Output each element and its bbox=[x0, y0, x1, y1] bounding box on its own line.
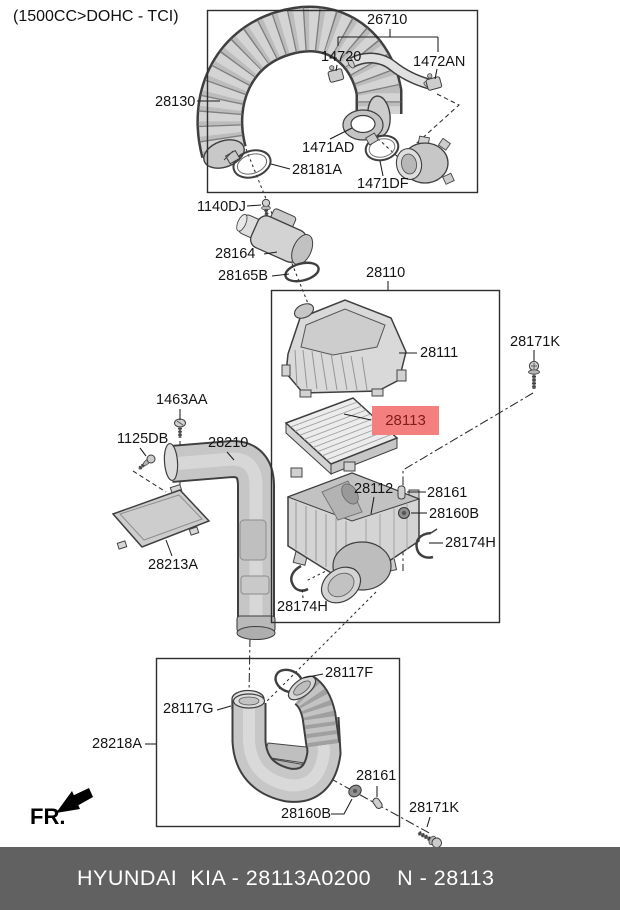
intake-hose-28218A bbox=[231, 675, 342, 803]
callout-28213A: 28213A bbox=[148, 557, 198, 573]
callout-28110: 28110 bbox=[366, 265, 406, 281]
clamp-1471DF bbox=[364, 132, 400, 162]
callout-28160B-mid: 28160B bbox=[429, 506, 479, 522]
air-cleaner-cover-28111 bbox=[281, 299, 407, 398]
callout-28117F: 28117F bbox=[325, 665, 374, 681]
footer-part-ref: N - 28113 bbox=[397, 866, 495, 890]
clamp-14720 bbox=[327, 65, 345, 83]
seal-ring-1471AD bbox=[342, 109, 384, 141]
leader-lines bbox=[139, 29, 535, 828]
grommet-28160B-mid bbox=[398, 507, 410, 519]
screw-28171K-top bbox=[528, 360, 540, 389]
callout-1472AN: 1472AN bbox=[413, 54, 466, 70]
callout-28218A: 28218A bbox=[92, 736, 142, 752]
resonator-cover-28213A bbox=[111, 483, 211, 550]
callout-28160B-bottom: 28160B bbox=[281, 806, 331, 822]
bracket-28174H-right bbox=[415, 528, 438, 559]
bracket-28174H-left bbox=[290, 564, 309, 592]
callout-28130: 28130 bbox=[155, 94, 196, 110]
callout-28174H-left: 28174H bbox=[277, 599, 328, 615]
grommet-28160B-bottom bbox=[348, 784, 362, 798]
intake-hose-section-box bbox=[155, 657, 401, 828]
air-intake-hose-28130 bbox=[196, 5, 403, 169]
intake-duct-28210 bbox=[163, 439, 276, 641]
callout-14720: 14720 bbox=[321, 49, 362, 65]
callout-1471AD: 1471AD bbox=[302, 140, 355, 156]
air-flow-sensor-28164 bbox=[236, 208, 314, 266]
inlet-hose-section-box bbox=[206, 9, 479, 194]
callout-28164: 28164 bbox=[215, 246, 256, 262]
footer-bar: HYUNDAI KIA - 28113A0200 N - 28113 bbox=[0, 847, 620, 910]
air-cleaner-body-28112 bbox=[286, 461, 421, 604]
bolt-1125DB bbox=[138, 454, 156, 470]
callout-28171K-top: 28171K bbox=[510, 334, 560, 350]
callout-1125DB: 1125DB bbox=[117, 431, 169, 447]
fr-direction-arrow bbox=[56, 788, 93, 813]
highlighted-callout-28113: 28113 bbox=[372, 406, 439, 435]
screw-28171K-bottom bbox=[417, 831, 443, 849]
callout-26710: 26710 bbox=[367, 12, 408, 28]
section-boxes bbox=[155, 9, 501, 828]
callout-1140DJ: 1140DJ bbox=[197, 199, 246, 215]
screw-1463AA bbox=[174, 418, 186, 438]
rubber-28161-mid bbox=[397, 485, 406, 500]
callout-1463AA: 1463AA bbox=[156, 392, 208, 408]
callout-1471DF: 1471DF bbox=[357, 176, 409, 192]
callout-28181A: 28181A bbox=[292, 162, 342, 178]
oring-28165B bbox=[284, 261, 320, 283]
callout-28210: 28210 bbox=[208, 435, 249, 451]
callout-28165B: 28165B bbox=[218, 268, 268, 284]
callout-28112: 28112 bbox=[354, 481, 394, 497]
callout-28161-bottom: 28161 bbox=[356, 768, 397, 784]
air-cleaner-section-box bbox=[270, 289, 501, 624]
inlet-fitting bbox=[395, 135, 455, 185]
footer-brand-part-number: HYUNDAI KIA - 28113A0200 bbox=[77, 866, 372, 890]
callout-28117G: 28117G bbox=[163, 701, 214, 717]
callout-28111: 28111 bbox=[420, 345, 459, 361]
fr-label: FR. bbox=[30, 804, 66, 829]
callout-28171K-bottom: 28171K bbox=[409, 800, 459, 816]
callout-28161-mid: 28161 bbox=[427, 485, 468, 501]
clamp-28181A bbox=[223, 149, 272, 179]
clamp-1472AN bbox=[425, 73, 443, 91]
engine-variant-note: (1500CC>DOHC - TCI) bbox=[13, 8, 179, 25]
callout-28174H-right: 28174H bbox=[445, 535, 496, 551]
rubber-28161-bottom bbox=[372, 797, 383, 809]
